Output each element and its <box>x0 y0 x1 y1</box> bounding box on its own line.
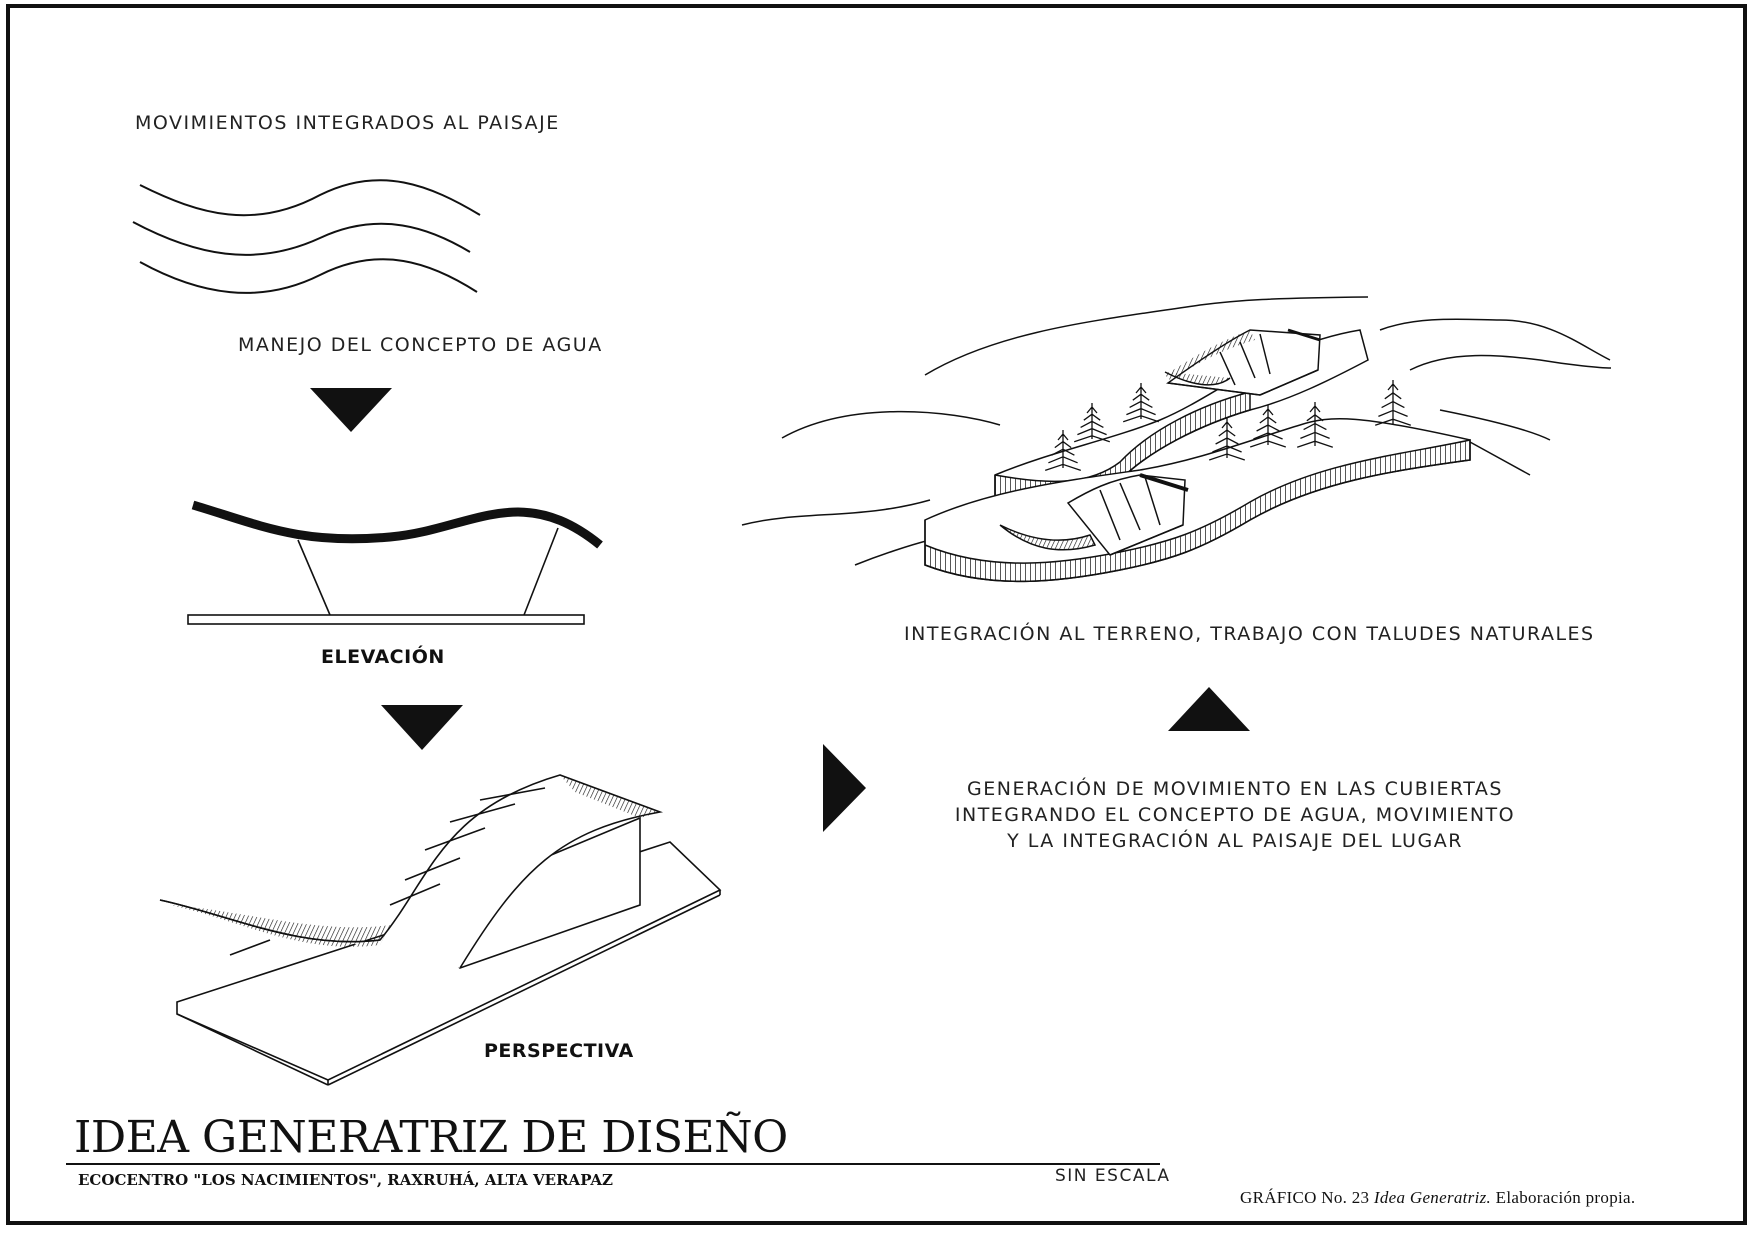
down-arrow-2 <box>381 705 463 750</box>
caption-prefix: GRÁFICO No. 23 <box>1240 1188 1370 1207</box>
sheet-border <box>6 4 1747 1225</box>
label-generation-line-1: GENERACIÓN DE MOVIMIENTO EN LAS CUBIERTA… <box>967 778 1503 800</box>
scale-label: SIN ESCALA <box>1055 1166 1171 1186</box>
tree-icon <box>1249 405 1287 448</box>
tree-icon <box>1208 418 1246 461</box>
title-underline <box>66 1163 1160 1165</box>
label-generation-line-3: Y LA INTEGRACIÓN AL PAISAJE DEL LUGAR <box>1007 830 1463 852</box>
up-arrow <box>1168 687 1250 731</box>
label-terrain-integration: INTEGRACIÓN AL TERRENO, TRABAJO CON TALU… <box>904 623 1595 645</box>
label-landscape-movements: MOVIMIENTOS INTEGRADOS AL PAISAJE <box>135 112 560 134</box>
right-arrow <box>823 744 866 832</box>
label-elevation: ELEVACIÓN <box>321 646 445 668</box>
tree-icon <box>1296 402 1334 448</box>
caption-suffix: Elaboración propia. <box>1495 1188 1636 1207</box>
caption-italic: Idea Generatriz. <box>1373 1188 1492 1207</box>
label-water-concept: MANEJO DEL CONCEPTO DE AGUA <box>238 334 603 356</box>
tree-icon <box>1374 380 1412 426</box>
elevation-drawing <box>187 500 603 625</box>
figure-caption: GRÁFICO No. 23 Idea Generatriz. Elaborac… <box>1240 1188 1635 1208</box>
wave-lines <box>132 179 481 294</box>
tree-icon <box>1044 430 1082 472</box>
tree-icon <box>1122 383 1160 423</box>
site-plan-drawing <box>741 296 1612 583</box>
down-arrow-1 <box>310 388 392 432</box>
drawing-title: IDEA GENERATRIZ DE DISEÑO <box>74 1112 788 1163</box>
label-perspective: PERSPECTIVA <box>484 1040 634 1062</box>
perspective-drawing <box>159 774 722 1086</box>
drawing-subtitle: ECOCENTRO "LOS NACIMIENTOS", RAXRUHÁ, AL… <box>78 1171 613 1189</box>
label-generation-line-2: INTEGRANDO EL CONCEPTO DE AGUA, MOVIMIEN… <box>954 804 1516 826</box>
tree-icon <box>1073 403 1111 443</box>
trees <box>1044 380 1412 472</box>
